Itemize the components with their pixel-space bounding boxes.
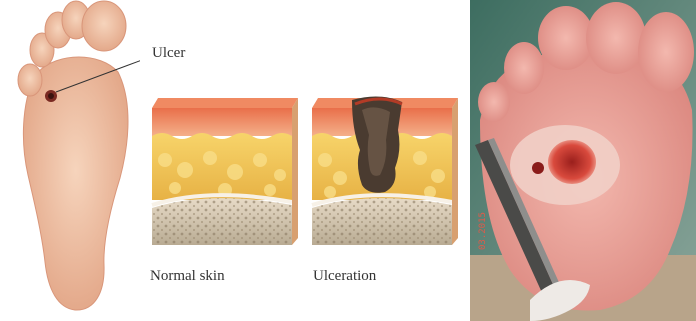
big-toe (82, 1, 126, 51)
clinical-photo-foot-ulcer: 03.2015 (470, 0, 696, 321)
normal-skin-block (152, 98, 298, 245)
normal-skin-label: Normal skin (150, 268, 225, 285)
toe-5 (18, 64, 42, 96)
foot-sole-icon (0, 0, 140, 321)
ulceration-block (312, 96, 458, 245)
wound-crater (548, 140, 596, 184)
photo-big-toe (638, 12, 694, 92)
foot-sole-illustration (0, 0, 140, 321)
photo-toe-2 (586, 2, 646, 74)
photo-toe-3 (504, 42, 544, 94)
photo-toe-4 (478, 82, 510, 122)
secondary-wound (532, 162, 544, 174)
photo-date-stamp: 03.2015 (478, 212, 488, 250)
photo-toe-1 (538, 6, 594, 70)
ulceration-label: Ulceration (313, 268, 376, 285)
